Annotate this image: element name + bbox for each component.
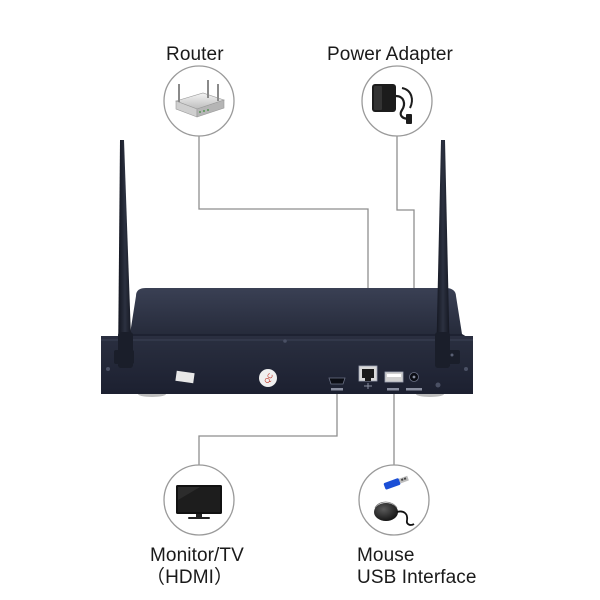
monitor-icon: [163, 464, 235, 536]
right-antenna: [435, 140, 450, 368]
lan-port: [358, 365, 378, 389]
router-connector-line: [198, 136, 369, 366]
usb-port: [384, 371, 404, 391]
hdmi-connector-line: [198, 386, 338, 466]
hdmi-port: [328, 377, 346, 391]
router-label: Router: [166, 44, 224, 65]
qc-sticker: QC: [259, 369, 277, 387]
dc-power-port: [406, 372, 422, 391]
nvr-device: QC: [101, 288, 473, 397]
mouse-usb-label: Mouse USB Interface: [357, 545, 477, 588]
usb-mouse-icon: [358, 464, 430, 536]
power-adapter-label: Power Adapter: [327, 44, 453, 65]
monitor-label: Monitor/TV （HDMI）: [146, 545, 244, 588]
svg-text:QC: QC: [264, 372, 275, 385]
router-icon: [163, 65, 235, 137]
left-antenna: [118, 140, 133, 368]
power-adapter-icon: [361, 65, 433, 137]
